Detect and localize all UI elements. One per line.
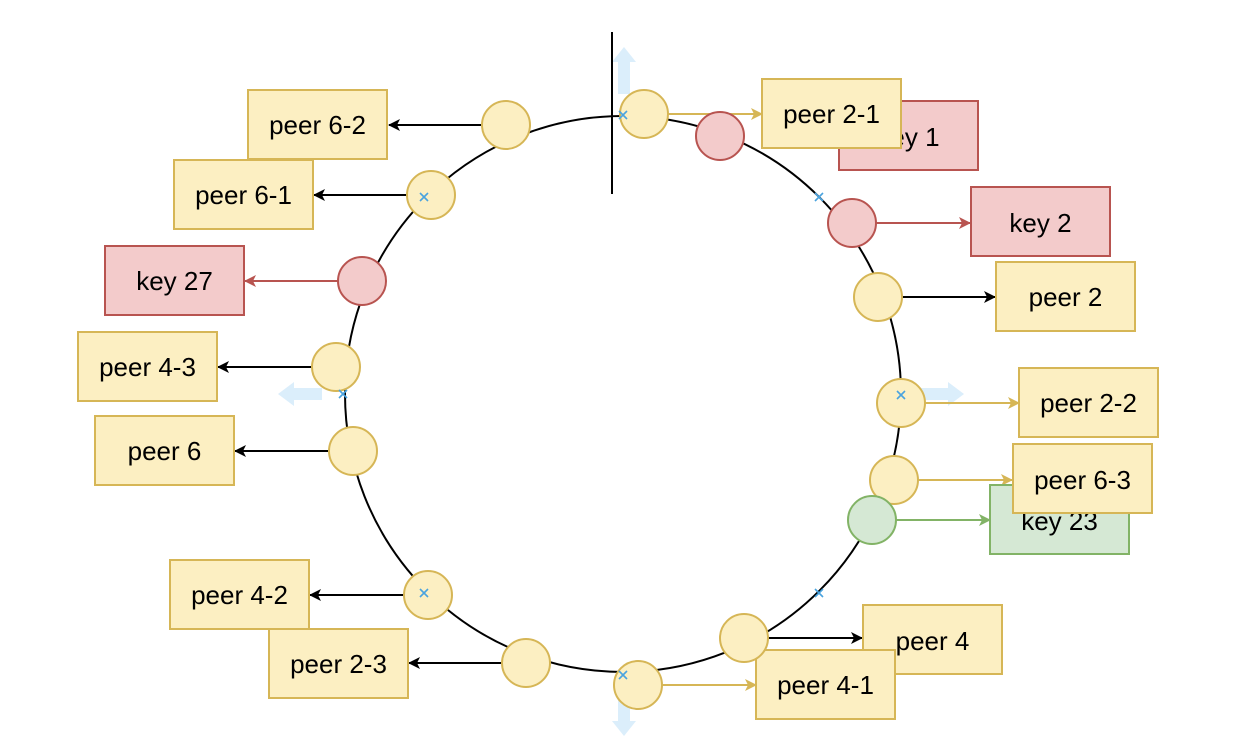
node-key-2[interactable] [827, 198, 877, 248]
handle-left-icon[interactable] [278, 382, 322, 406]
label-peer-6-2: peer 6-2 [269, 110, 366, 140]
ring-nodes [311, 89, 926, 710]
node-peer-2-3[interactable] [501, 638, 551, 688]
label-peer-4: peer 4 [896, 626, 970, 656]
label-peer-6: peer 6 [128, 436, 202, 466]
box-peer-6-1[interactable]: peer 6-1 [173, 159, 314, 230]
marker-upper-left-icon [419, 192, 429, 202]
label-peer-2-3: peer 2-3 [290, 649, 387, 679]
box-peer-4[interactable]: peer 4 [862, 604, 1003, 675]
marker-bottom-icon [618, 670, 628, 680]
box-peer-6[interactable]: peer 6 [94, 415, 235, 486]
box-peer-4-1[interactable]: peer 4-1 [755, 649, 896, 720]
connection-markers [338, 110, 906, 680]
label-peer-4-3: peer 4-3 [99, 352, 196, 382]
label-peer-4-2: peer 4-2 [191, 580, 288, 610]
box-peer-2[interactable]: peer 2 [995, 261, 1136, 332]
node-peer-4-2[interactable] [403, 570, 453, 620]
node-peer-2-1[interactable] [619, 89, 669, 139]
box-peer-2-3[interactable]: peer 2-3 [268, 628, 409, 699]
label-peer-2-2: peer 2-2 [1040, 388, 1137, 418]
label-key-2: key 2 [1009, 208, 1071, 238]
node-key-23[interactable] [847, 495, 897, 545]
box-peer-4-3[interactable]: peer 4-3 [77, 331, 218, 402]
marker-right-icon [896, 390, 906, 400]
node-key-1[interactable] [695, 111, 745, 161]
box-peer-2-1[interactable]: peer 2-1 [761, 78, 902, 149]
handle-right-icon[interactable] [920, 382, 964, 406]
node-peer-6[interactable] [328, 426, 378, 476]
label-key-27: key 27 [136, 266, 213, 296]
box-key-27[interactable]: key 27 [104, 245, 245, 316]
arrows [217, 108, 1020, 691]
label-peer-4-1: peer 4-1 [777, 670, 874, 700]
node-peer-6-3[interactable] [869, 455, 919, 505]
marker-upper-right-icon [814, 192, 824, 202]
node-peer-2[interactable] [853, 272, 903, 322]
label-peer-6-3: peer 6-3 [1034, 465, 1131, 495]
label-peer-2-1: peer 2-1 [783, 99, 880, 129]
label-peer-2: peer 2 [1029, 282, 1103, 312]
node-peer-6-1[interactable] [406, 170, 456, 220]
marker-top-icon [618, 110, 628, 120]
node-peer-6-2[interactable] [481, 100, 531, 150]
box-peer-6-2[interactable]: peer 6-2 [247, 89, 388, 160]
node-peer-4-3[interactable] [311, 342, 361, 392]
box-key-2[interactable]: key 2 [970, 186, 1111, 257]
box-peer-2-2[interactable]: peer 2-2 [1018, 367, 1159, 438]
label-peer-6-1: peer 6-1 [195, 180, 292, 210]
box-peer-6-3[interactable]: peer 6-3 [1012, 443, 1153, 514]
marker-lower-left-icon [419, 588, 429, 598]
marker-left-icon [338, 389, 348, 399]
node-peer-2-2[interactable] [876, 378, 926, 428]
node-key-27[interactable] [337, 256, 387, 306]
node-peer-4[interactable] [719, 613, 769, 663]
marker-lower-right-icon [814, 588, 824, 598]
box-peer-4-2[interactable]: peer 4-2 [169, 559, 310, 630]
node-peer-4-1[interactable] [613, 660, 663, 710]
handle-up-icon[interactable] [612, 47, 636, 94]
label-boxes: peer 6-2 peer 6-1 key 27 peer 4-3 peer 6… [77, 78, 1159, 720]
